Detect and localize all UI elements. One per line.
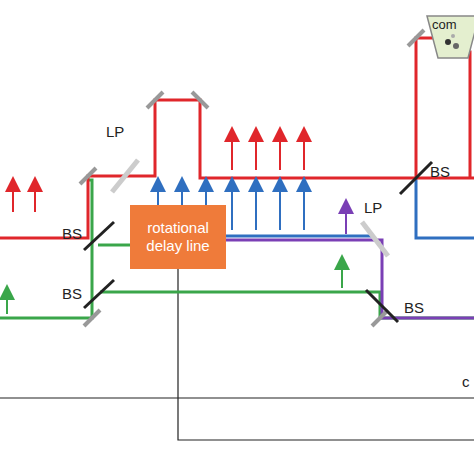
beamsplitter-label: BS: [404, 300, 424, 315]
polarizer-label: LP: [106, 124, 124, 139]
beamsplitter-label: BS: [62, 226, 82, 241]
polarizer-label: LP: [364, 200, 382, 215]
compressor-cell: com: [426, 14, 474, 60]
delay-line-box: rotational delay line: [130, 205, 226, 269]
cropped-label: c: [462, 374, 470, 389]
beamsplitter-label: BS: [62, 286, 82, 301]
cell-label: com: [426, 14, 474, 32]
box-label: rotational delay line: [134, 219, 222, 255]
beamsplitter-label: BS: [430, 164, 450, 179]
